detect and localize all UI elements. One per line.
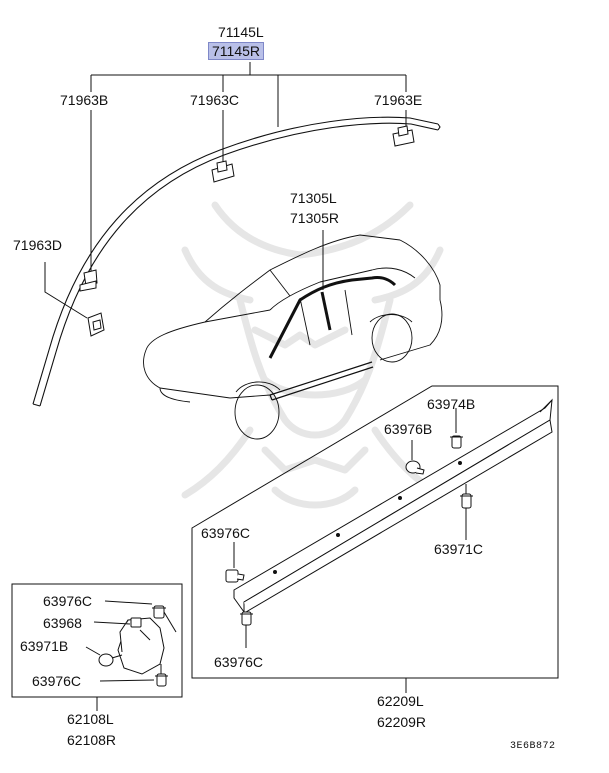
mud-guard-fasteners	[85, 600, 177, 687]
roof-drip-molding	[32, 116, 441, 407]
car-body-outline	[143, 234, 443, 440]
mud-guard-box	[11, 583, 183, 711]
part-label-63971C[interactable]: 63971C	[434, 541, 484, 557]
fastener-63974B	[450, 408, 463, 449]
part-label-63971B[interactable]: 63971B	[20, 638, 69, 654]
part-label-62209L[interactable]: 62209L	[377, 693, 424, 709]
part-label-71963E[interactable]: 71963E	[374, 92, 423, 108]
part-label-71305R[interactable]: 71305R	[290, 210, 340, 226]
part-label-71145R-selected[interactable]: 71145R	[208, 42, 265, 60]
part-label-63976C-upper[interactable]: 63976C	[201, 525, 251, 541]
clip-71963B	[79, 269, 98, 292]
part-label-71305L[interactable]: 71305L	[290, 190, 337, 206]
car-side-sill	[269, 361, 374, 401]
part-label-63976B[interactable]: 63976B	[384, 421, 433, 437]
clip-71963D	[87, 312, 105, 337]
fastener-63976C-b	[240, 611, 253, 648]
clip-71963C	[211, 160, 235, 183]
part-label-63976C-mudguard-top[interactable]: 63976C	[43, 593, 93, 609]
part-label-62209R[interactable]: 62209R	[377, 714, 427, 730]
part-label-71145L[interactable]: 71145L	[218, 24, 264, 40]
leader-lines	[44, 62, 407, 319]
part-label-63974B[interactable]: 63974B	[427, 396, 476, 412]
part-label-63968[interactable]: 63968	[43, 615, 82, 631]
part-label-71963C[interactable]: 71963C	[190, 92, 240, 108]
clip-71963E	[392, 125, 415, 147]
part-label-62108L[interactable]: 62108L	[67, 711, 114, 727]
part-label-71963D[interactable]: 71963D	[13, 237, 63, 253]
sill-garnish-box	[191, 385, 559, 693]
door-window-molding	[268, 276, 397, 359]
part-label-62108R[interactable]: 62108R	[67, 732, 117, 748]
fastener-63976B	[405, 440, 425, 475]
part-label-71963B[interactable]: 71963B	[60, 92, 109, 108]
drawing-code: 3E6B872	[510, 741, 556, 752]
fastener-63976C-a	[225, 542, 245, 583]
side-sill-garnish	[233, 398, 553, 614]
part-label-63976C-mudguard-bottom[interactable]: 63976C	[32, 673, 82, 689]
part-label-63976C-lower[interactable]: 63976C	[214, 654, 264, 670]
fastener-63971C	[460, 484, 473, 540]
